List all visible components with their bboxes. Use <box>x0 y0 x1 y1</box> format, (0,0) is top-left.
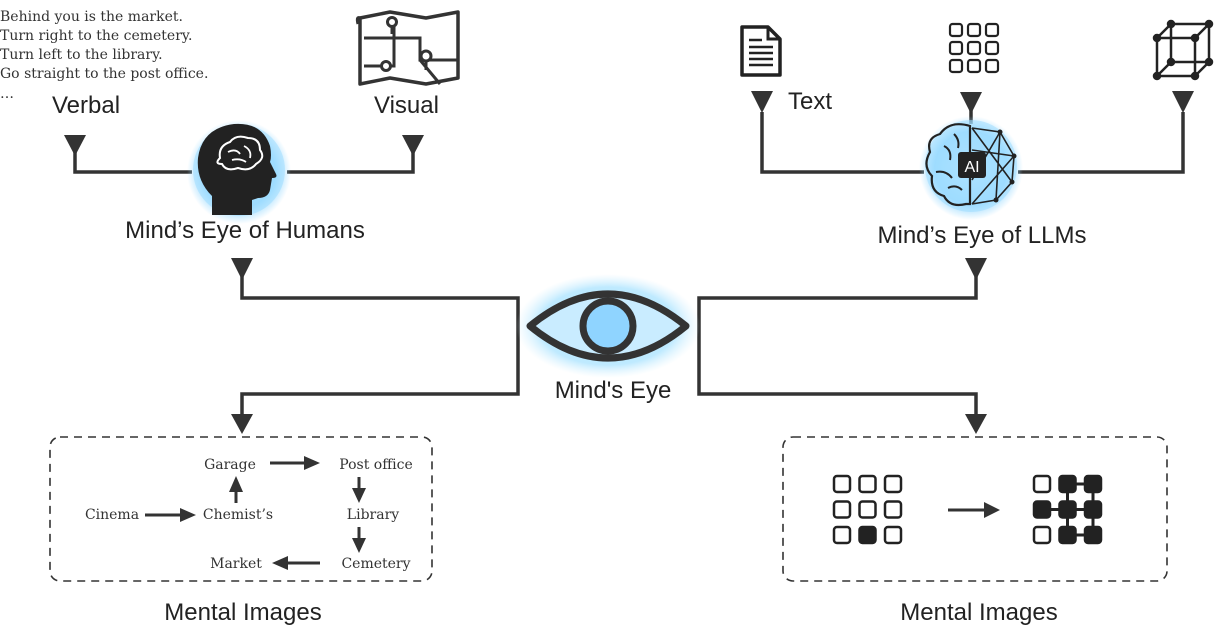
left-mental-arrow <box>231 414 253 434</box>
grid-cell <box>948 58 964 74</box>
arrow-cinema-chemists <box>180 508 196 522</box>
direction-line-3: Turn left to the library. <box>0 47 163 63</box>
text-label: Text <box>788 88 832 115</box>
grid-cell <box>1083 500 1103 519</box>
llms-connector-tip <box>965 258 987 280</box>
grid-cell <box>1032 525 1052 545</box>
arrow-library-cemetery <box>352 538 366 553</box>
right-mental-images-box <box>782 436 1168 582</box>
grid-cell <box>948 40 964 56</box>
grid-before <box>832 474 903 545</box>
grid-cell <box>883 474 903 494</box>
arrow-cemetery-market <box>272 556 288 570</box>
arrow-postoffice-library <box>352 488 366 503</box>
grid-cell <box>1032 474 1052 494</box>
grid-cell <box>883 525 903 545</box>
map-icon <box>355 10 460 86</box>
node-cemetery: Cemetery <box>341 556 410 572</box>
cube-icon <box>1152 19 1214 81</box>
node-cinema: Cinema <box>85 507 139 523</box>
arrow-chemists-garage <box>229 476 243 492</box>
human-head-brain-icon <box>187 120 291 224</box>
direction-line-2: Turn right to the cemetery. <box>0 28 192 44</box>
text-connector-tip <box>751 91 773 113</box>
grid-cell <box>984 40 1000 56</box>
grid-transform-arrow <box>984 502 1000 518</box>
grid-cell <box>1058 525 1077 545</box>
eye-icon <box>516 274 700 378</box>
node-post-office: Post office <box>339 457 413 473</box>
grid-cell <box>832 500 852 519</box>
grid-cell <box>948 22 964 38</box>
visual-connector-tip <box>402 135 424 156</box>
document-icon <box>740 25 782 77</box>
grid-cell <box>1058 500 1077 519</box>
node-library: Library <box>347 507 399 523</box>
node-market: Market <box>210 556 262 572</box>
visual-label: Visual <box>374 92 439 119</box>
grid-cell <box>1083 525 1103 545</box>
grid-cell <box>966 22 982 38</box>
center-connectors <box>231 258 987 434</box>
ai-brain-icon: AI <box>919 116 1023 220</box>
grid-icon <box>948 22 1000 74</box>
grid-after <box>1032 474 1103 545</box>
grid-cell <box>858 525 877 545</box>
verbal-label: Verbal <box>52 92 120 119</box>
llms-title: Mind’s Eye of LLMs <box>878 222 1087 249</box>
grid-cell <box>984 58 1000 74</box>
ai-badge: AI <box>964 159 979 176</box>
route-map: Garage Post office Cinema Chemist’s Libr… <box>85 456 413 572</box>
directions-text: Behind you is the market. Turn right to … <box>0 9 208 102</box>
grid-cell <box>858 474 877 494</box>
grid-cell <box>832 525 852 545</box>
grid-cell <box>966 40 982 56</box>
human-connectors <box>64 135 424 174</box>
grid-cell <box>966 58 982 74</box>
humans-connector-tip <box>231 258 253 280</box>
grid-cell <box>1058 474 1077 494</box>
left-mental-images-box <box>49 436 433 582</box>
node-garage: Garage <box>204 457 256 473</box>
cube-connector-tip <box>1172 91 1194 113</box>
grid-cell <box>883 500 903 519</box>
grid-cell <box>832 474 852 494</box>
right-mental-arrow <box>965 414 987 434</box>
minds-eye-title: Mind's Eye <box>555 377 672 404</box>
arrow-garage-postoffice <box>304 456 320 470</box>
grid-cell <box>1083 474 1103 494</box>
humans-title: Mind’s Eye of Humans <box>125 217 365 244</box>
direction-line-5: … <box>0 86 14 102</box>
direction-line-1: Behind you is the market. <box>0 9 183 25</box>
grid-cell <box>858 500 877 519</box>
grid-cell <box>984 22 1000 38</box>
right-mental-images-title: Mental Images <box>900 599 1057 626</box>
grid-connector-tip <box>960 92 982 114</box>
left-mental-images-title: Mental Images <box>164 599 321 626</box>
verbal-connector-tip <box>64 135 86 156</box>
grid-cell <box>1032 500 1052 519</box>
direction-line-4: Go straight to the post office. <box>0 66 208 82</box>
node-chemists: Chemist’s <box>203 507 273 523</box>
